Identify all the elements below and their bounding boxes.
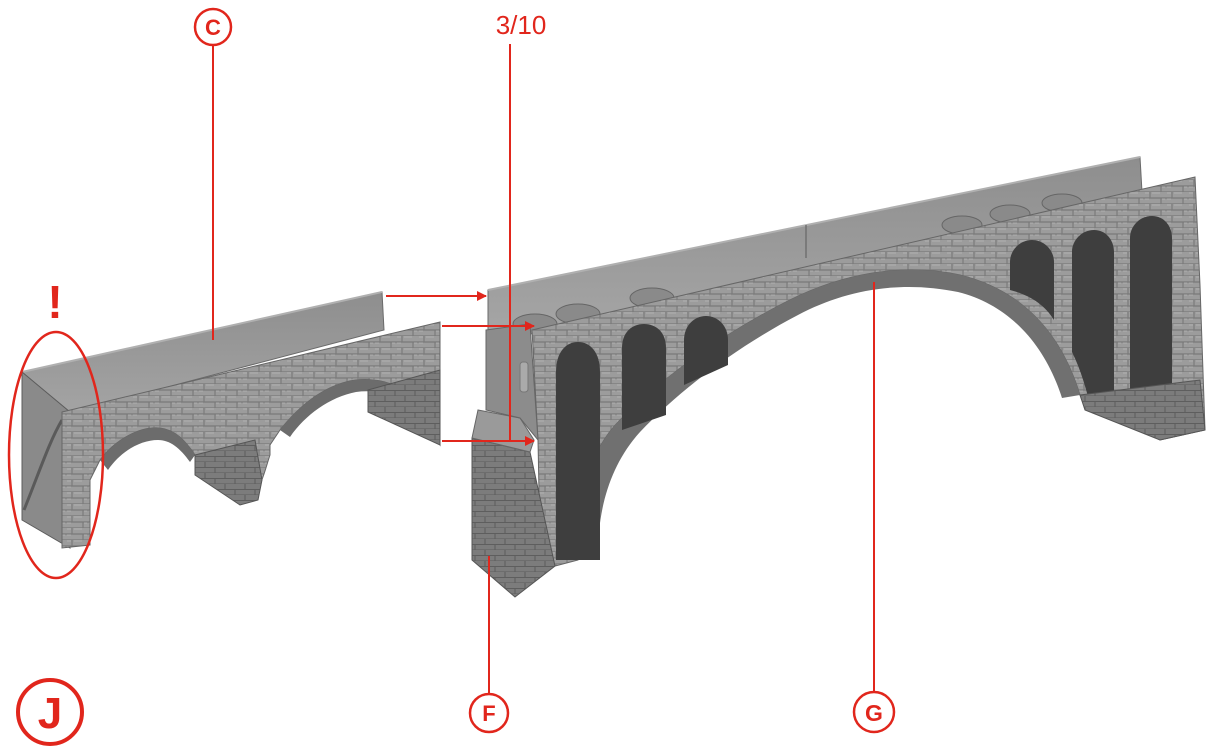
callout-part-c-label: C <box>205 15 221 40</box>
part-g-opening-1 <box>556 342 600 560</box>
callout-part-f-circle <box>468 692 510 734</box>
callout-part-f: F <box>468 556 510 734</box>
part-g-opening-3 <box>684 316 728 385</box>
warning-icon: ! <box>47 276 62 328</box>
part-g-opening-6 <box>1130 216 1172 430</box>
step-badge: J <box>16 678 84 746</box>
step-badge-circle <box>16 678 84 746</box>
part-g-opening-5 <box>1072 230 1114 404</box>
callout-part-f-label: F <box>482 701 495 726</box>
callout-part-c-circle <box>193 7 233 47</box>
part-f-abutment <box>471 323 556 598</box>
part-g-opening-2 <box>622 324 666 430</box>
step-badge-label: J <box>38 689 62 738</box>
part-c-end-face <box>21 370 71 549</box>
callout-part-g-circle <box>852 690 896 734</box>
callout-part-c: C <box>193 7 233 340</box>
callout-quantity: 3/10 <box>496 10 547 440</box>
callout-part-g: G <box>852 282 896 734</box>
assembly-arrows <box>386 291 535 446</box>
part-c-pier <box>194 439 263 506</box>
quantity-label: 3/10 <box>496 10 547 40</box>
warning-ellipse <box>7 330 105 580</box>
part-c-bridge-segment <box>21 291 441 549</box>
part-g-bridge-arch <box>487 156 1206 567</box>
part-g-opening-4 <box>1010 240 1054 320</box>
callout-part-g-label: G <box>865 700 883 726</box>
warning-callout: ! <box>7 276 105 580</box>
